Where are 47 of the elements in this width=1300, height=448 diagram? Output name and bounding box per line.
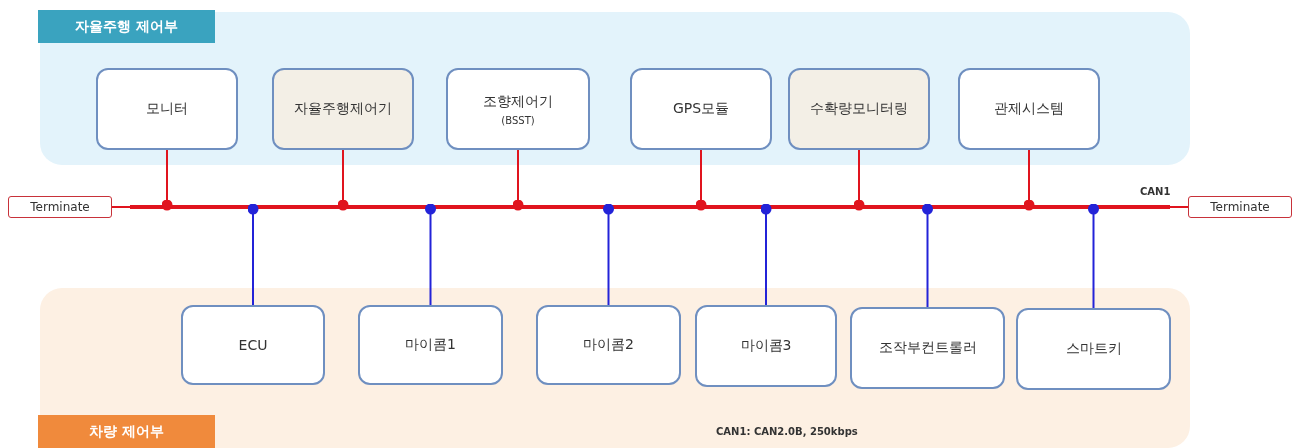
- group-panel: [40, 288, 1190, 448]
- module-label: 마이콤1: [405, 336, 456, 354]
- bus-tap-line: [247, 203, 259, 306]
- bus-tap-line: [922, 203, 933, 308]
- module-box: [695, 305, 837, 387]
- bus-tap-line: [760, 203, 772, 306]
- module-label: 스마트키: [1065, 340, 1122, 358]
- module-box: [96, 68, 238, 150]
- module-label: (BSST): [501, 114, 535, 126]
- bus-tap-line: [425, 203, 436, 306]
- bus-tap-line: [853, 149, 865, 211]
- module-label: 조작부컨트롤러: [878, 339, 977, 357]
- module-label: GPS모듈: [672, 100, 730, 118]
- bus-tap-line: [512, 149, 524, 211]
- module-label: 모니터: [146, 100, 188, 118]
- bus-tap-line: [603, 203, 614, 306]
- section-heading: 자율주행 제어부: [38, 10, 215, 43]
- module-box: [272, 68, 414, 150]
- module-label: 관제시스템: [994, 100, 1064, 118]
- module-box: [630, 68, 772, 150]
- bus-tap-line: [695, 149, 707, 211]
- module-label: ECU: [238, 337, 268, 353]
- module-box: [850, 307, 1005, 389]
- bus-tap-line: [1023, 149, 1035, 211]
- terminator-box: Terminate: [1188, 196, 1292, 218]
- module-box: [1016, 308, 1171, 390]
- module-box: [446, 68, 590, 150]
- module-label: 수확량모니터링: [810, 100, 908, 118]
- section-heading: 차량 제어부: [38, 415, 215, 448]
- module-label: 자율주행제어기: [294, 100, 392, 118]
- module-label: 조향제어기: [483, 92, 553, 111]
- bus-name-label: CAN1: [1140, 186, 1171, 197]
- terminator-box: Terminate: [8, 196, 112, 218]
- bus-tap-line: [1088, 203, 1099, 309]
- bus-tap-line: [161, 149, 173, 211]
- module-box: [181, 305, 325, 385]
- bus-spec-note: CAN1: CAN2.0B, 250kbps: [716, 426, 858, 437]
- group-panel: [40, 12, 1190, 165]
- module-box: [358, 305, 503, 385]
- module-label: 마이콤2: [583, 336, 634, 354]
- module-box: [958, 68, 1100, 150]
- module-box: [788, 68, 930, 150]
- bus-line-segment: [1169, 206, 1189, 208]
- bus-tap-line: [337, 149, 349, 211]
- module-box: [536, 305, 681, 385]
- module-label: 마이콤3: [740, 337, 792, 355]
- bus-line-segment: [111, 206, 131, 208]
